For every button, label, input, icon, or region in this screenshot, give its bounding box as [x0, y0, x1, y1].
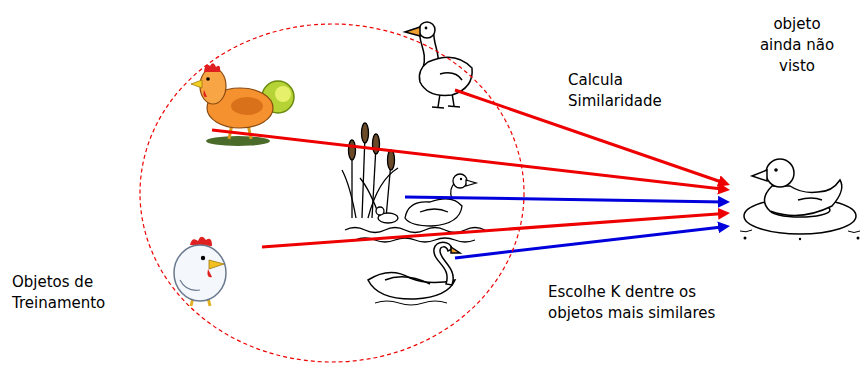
ducks-in-reeds-picture-part	[351, 152, 352, 218]
ducks-in-reeds-picture-part	[388, 150, 395, 170]
dashed-ellipse-outline	[140, 24, 524, 362]
node-caption: objeto ainda não visto	[755, 14, 839, 77]
step-label: Escolhe K dentre os objetos mais similar…	[548, 282, 753, 324]
goose-picture-part	[448, 106, 460, 107]
training-set-region: Objetos de Treinamento	[139, 23, 525, 363]
goose-picture-part	[432, 107, 444, 108]
goose-picture-part	[425, 27, 428, 30]
ducks-in-reeds-picture-part	[349, 140, 356, 160]
swan-picture	[368, 242, 460, 305]
chicken-picture-part	[201, 256, 205, 260]
ducks-in-reeds-picture-part	[373, 134, 380, 154]
chicken-picture-part	[209, 260, 224, 269]
ducks-in-reeds-picture-part	[342, 170, 356, 218]
ducks-in-reeds-picture-part	[420, 209, 448, 212]
chicken-picture-part	[180, 280, 200, 290]
rubber-duck-picture-part	[740, 230, 752, 232]
similarity-arrow	[455, 227, 724, 258]
swan-picture-part	[451, 247, 460, 253]
goose-picture-part	[419, 22, 435, 38]
goose-picture-part	[440, 73, 462, 80]
similarity-arrow	[405, 197, 724, 202]
ducks-in-reeds-picture-part	[362, 123, 369, 143]
ducks-in-reeds-picture	[342, 123, 485, 242]
ducks-in-reeds-picture-part	[460, 178, 462, 180]
rooster-picture-part	[275, 86, 291, 102]
rubber-duck-picture-part	[848, 231, 860, 233]
rooster-picture-part	[206, 77, 210, 81]
rubber-duck-picture-part	[752, 170, 767, 181]
ducks-in-reeds-picture-part	[368, 168, 398, 218]
similarity-arrow	[212, 130, 724, 189]
goose-picture	[405, 22, 472, 108]
node-caption: Objetos de Treinamento	[12, 272, 132, 314]
swan-picture-part	[375, 301, 447, 305]
rooster-picture-part	[191, 80, 202, 88]
rubber-duck-picture	[740, 159, 860, 240]
rubber-duck-picture-part	[857, 237, 860, 240]
rubber-duck-picture-part	[744, 237, 747, 240]
ducks-in-reeds-picture-part	[453, 174, 467, 188]
goose-picture-part	[405, 27, 420, 36]
similarity-arrow	[262, 213, 724, 247]
ducks-in-reeds-picture-part	[466, 180, 476, 186]
dashed-ellipse	[139, 23, 525, 363]
rooster-picture-part	[203, 90, 207, 97]
rooster-picture-part	[231, 97, 263, 115]
rooster-picture-part	[206, 136, 270, 146]
ducks-in-reeds-picture-part	[376, 207, 384, 215]
rooster-picture-part	[200, 68, 226, 104]
step-label: Calcula Similaridade	[568, 70, 688, 112]
chicken-picture-part	[174, 245, 226, 301]
ducks-in-reeds-picture-part	[405, 199, 462, 226]
chicken-picture	[174, 237, 226, 306]
goose-picture-part	[419, 57, 472, 95]
swan-picture-part	[385, 277, 430, 284]
rubber-duck-picture-part	[774, 168, 778, 172]
rubber-duck-picture-part	[766, 159, 794, 187]
swan-picture-part	[368, 272, 455, 299]
goose-picture-part	[438, 94, 440, 107]
chicken-picture-part	[208, 269, 213, 277]
rubber-duck-picture-part	[798, 198, 822, 200]
unseen-object: objeto ainda não visto	[730, 8, 864, 245]
rubber-duck-picture-part	[799, 238, 801, 240]
